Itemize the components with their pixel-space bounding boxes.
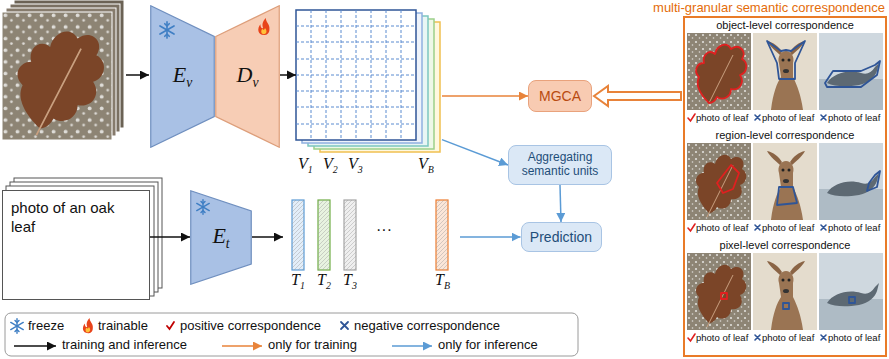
image-caption: photo of leaf <box>696 332 748 343</box>
trapezoid-outline <box>191 191 252 285</box>
text-prompt: photo of an oak leaf <box>2 190 150 300</box>
node-text: multi-granular semantic correspondence <box>653 1 885 16</box>
legend-text: freeze <box>28 319 64 334</box>
subscript: v <box>252 75 258 90</box>
node-text: V2 <box>323 156 338 175</box>
node-text: Et <box>212 223 229 252</box>
node-text: T3 <box>343 272 357 291</box>
node-text: MGCA <box>535 88 585 104</box>
node-text: T1 <box>291 272 305 291</box>
negative-mark <box>341 322 348 329</box>
text-encoder: Et <box>190 190 252 285</box>
node-text: VB <box>418 156 434 175</box>
connector-arrow <box>560 185 561 222</box>
subscript: 1 <box>308 164 313 175</box>
node-text: Ev <box>173 62 193 91</box>
node-text: V3 <box>348 156 363 175</box>
subscript: 2 <box>333 164 338 175</box>
snow-icon <box>197 200 209 214</box>
correspondence-marks <box>688 114 826 341</box>
connector-arrow <box>252 236 283 238</box>
node-text: Dv <box>237 62 259 91</box>
legend-arrow <box>14 345 56 347</box>
correspondence-highlights <box>696 41 880 309</box>
image-caption: photo of leaf <box>762 112 814 123</box>
prediction-box: Prediction <box>521 222 602 252</box>
subscript: v <box>186 75 192 90</box>
flame-icon <box>258 18 269 35</box>
legend-text: training and inference <box>62 338 187 353</box>
subscript: 3 <box>358 164 363 175</box>
text-feature-vectors <box>292 200 448 270</box>
subscript: 2 <box>326 280 331 291</box>
visual-feature-stack: V1 V2 V3 VB <box>296 10 442 174</box>
image-caption: photo of leaf <box>762 222 814 233</box>
image-encoder: Ev <box>150 5 215 148</box>
feature-grid-stack <box>296 10 440 152</box>
freeze-icon <box>11 319 23 333</box>
connector-arrow <box>280 74 296 76</box>
legend-text: trainable <box>98 319 148 334</box>
subscript: B <box>444 280 450 291</box>
node-text: T2 <box>317 272 331 291</box>
trainable-icon <box>83 318 93 333</box>
text-feature-stack: T1 T2 T3 ··· TB <box>283 198 460 292</box>
snow-icon <box>160 22 174 38</box>
legend-text: only for inference <box>438 338 538 353</box>
subscript: 1 <box>300 280 305 291</box>
granularity-heading: object-level correspondence <box>683 19 887 32</box>
legend-text: positive correspondence <box>180 319 321 334</box>
image-caption: photo of leaf <box>828 112 880 123</box>
input-arrow <box>126 74 149 76</box>
correspondence-panel: multi-granular semantic correspondence <box>683 16 887 357</box>
connector-arrow <box>460 236 521 238</box>
image-caption: photo of leaf <box>696 112 748 123</box>
image-caption: photo of leaf <box>828 332 880 343</box>
node-text: ··· <box>376 222 392 238</box>
connector-arrow <box>442 95 528 97</box>
node-text: V1 <box>298 156 313 175</box>
aggregation-box: Aggregating semantic units <box>508 145 612 185</box>
image-caption: photo of leaf <box>828 222 880 233</box>
connector-arrow <box>442 140 508 165</box>
positive-mark <box>167 322 174 329</box>
node-text: TB <box>435 272 450 291</box>
node-text: Prediction <box>526 229 596 245</box>
trapezoid-outline <box>216 6 280 148</box>
legend-box <box>5 313 578 356</box>
legend-text: negative correspondence <box>354 319 500 334</box>
correspondence-images <box>687 33 883 330</box>
legend-text: only for training <box>268 338 357 353</box>
image-decoder: Dv <box>215 5 280 148</box>
trapezoid-outline <box>151 6 215 148</box>
legend-arrow <box>222 345 262 347</box>
granularity-heading: pixel-level correspondence <box>683 239 887 252</box>
node-text: Aggregating semantic units <box>509 151 611 179</box>
granularity-heading: region-level correspondence <box>683 129 887 142</box>
node-text: photo of an oak leaf <box>11 199 141 237</box>
subscript: B <box>428 164 434 175</box>
legend-arrow <box>392 345 432 347</box>
subscript: t <box>226 236 230 251</box>
input-image-stack <box>2 0 124 140</box>
connector-arrow <box>150 236 190 238</box>
hollow-arrow <box>594 86 681 106</box>
mgca-module: MGCA <box>528 80 592 112</box>
image-caption: photo of leaf <box>696 222 748 233</box>
image-caption: photo of leaf <box>762 332 814 343</box>
subscript: 3 <box>352 280 357 291</box>
